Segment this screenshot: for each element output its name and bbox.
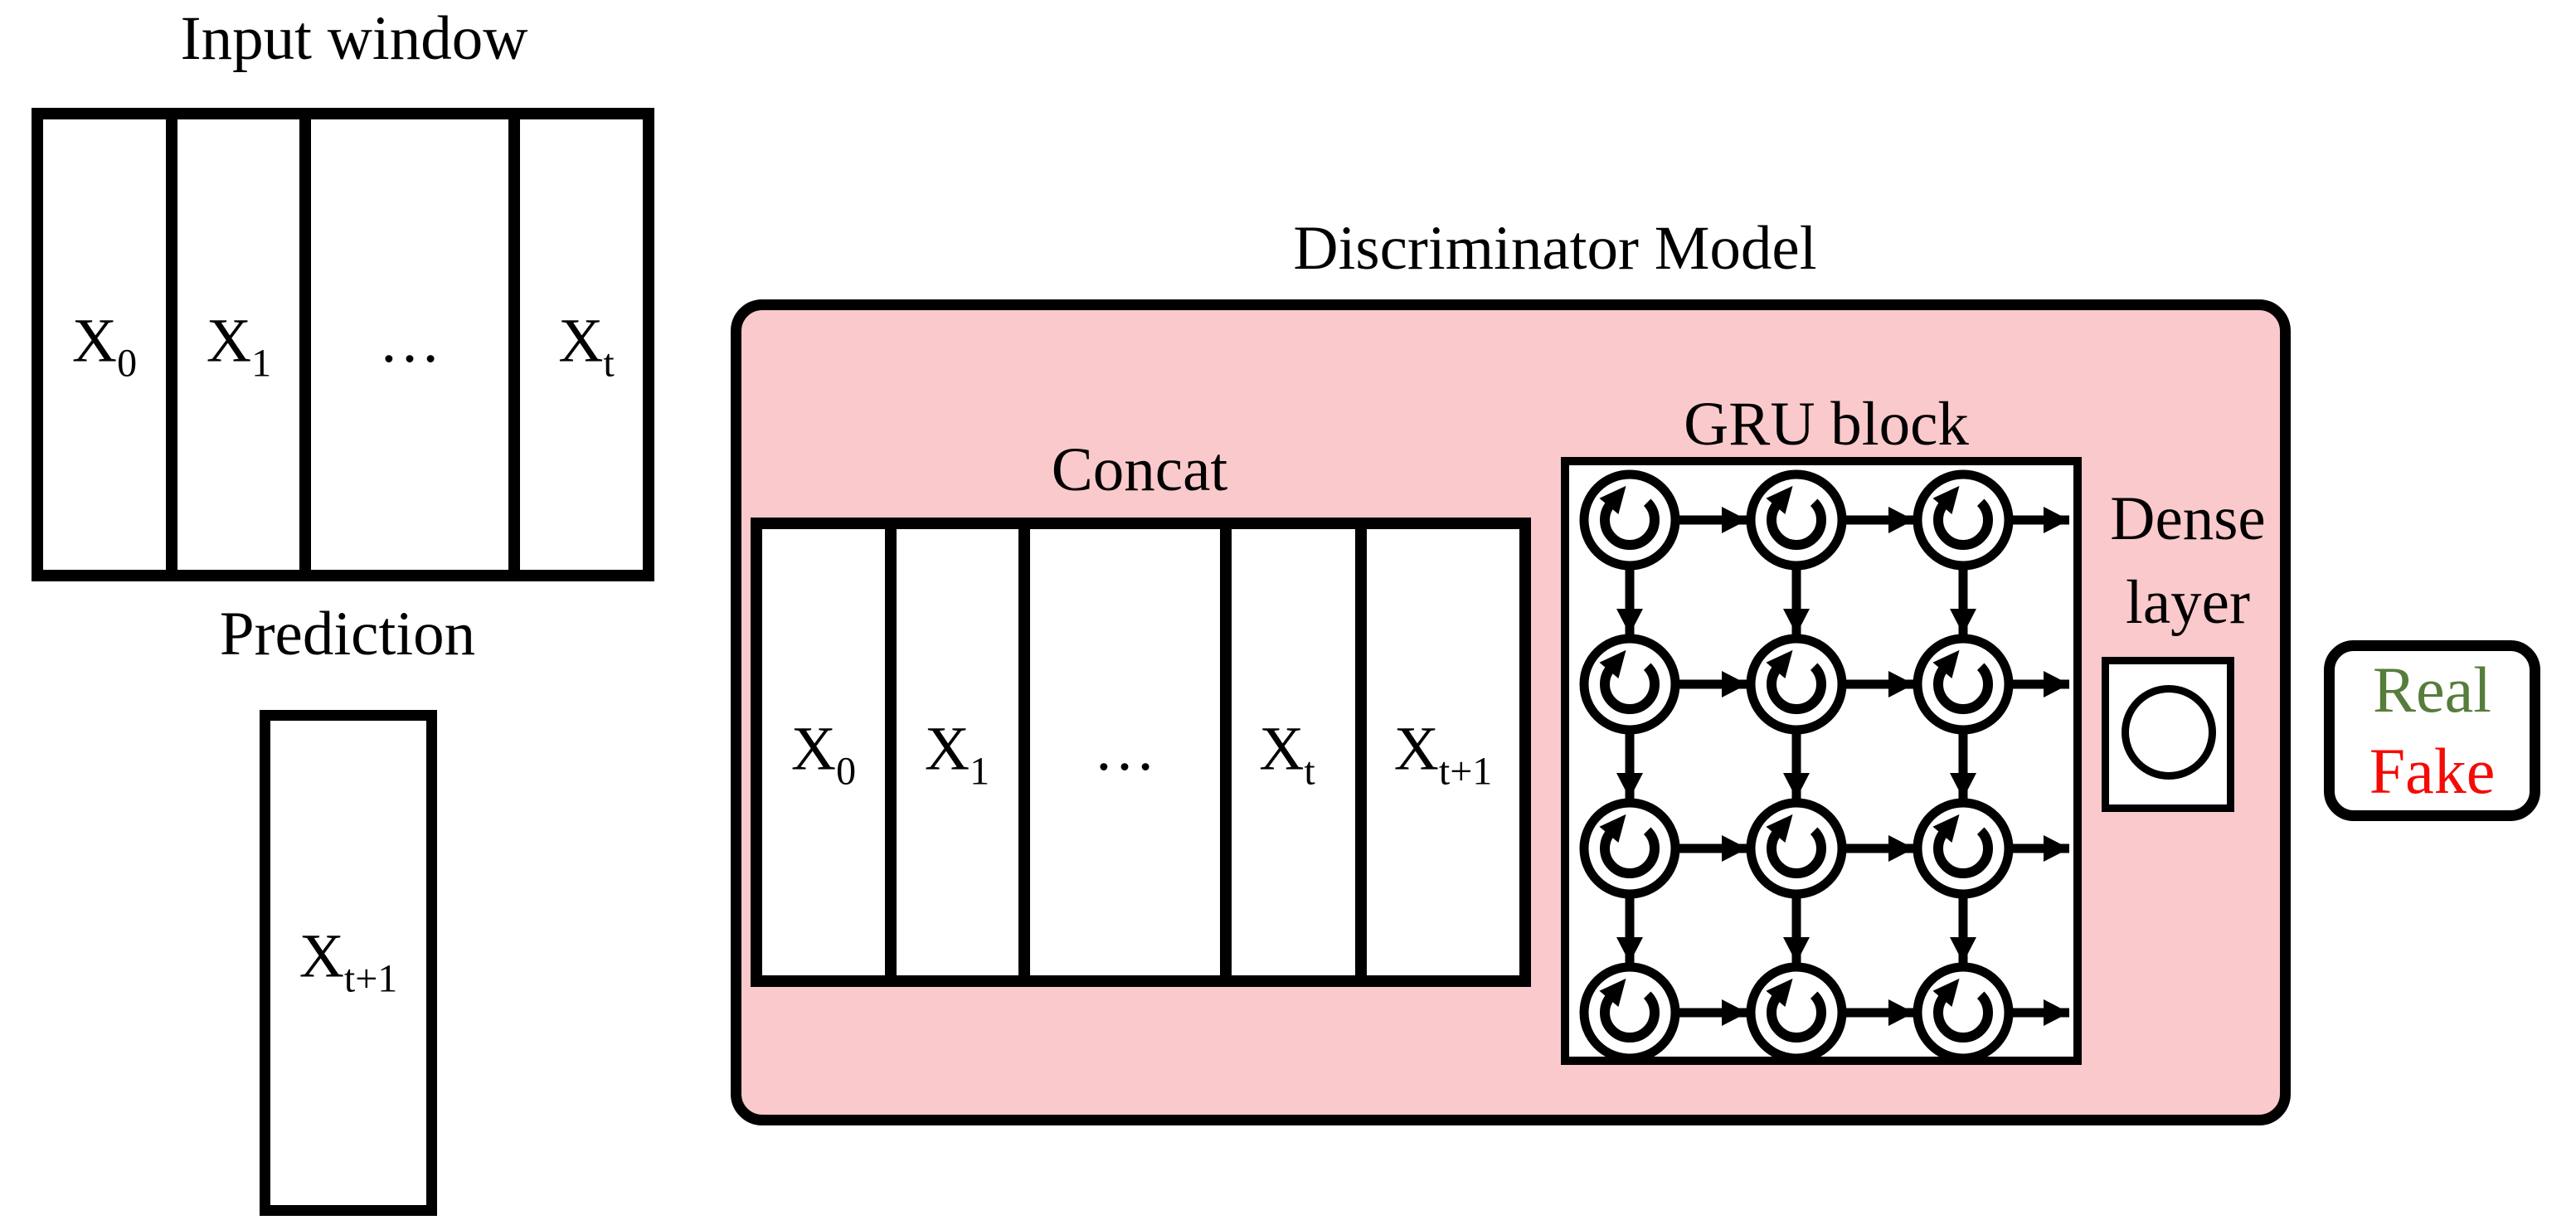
neuron-circle-icon [2122, 685, 2216, 780]
output-box: Real Fake [2324, 640, 2540, 821]
recurrent-loop-icon [1917, 474, 2009, 566]
input-cell-label-x1: X1 [206, 306, 272, 386]
concat-cell-label-xt: Xt [1259, 714, 1315, 794]
recurrent-loop-icon [1917, 967, 2009, 1058]
input-window-box [32, 108, 654, 581]
concat-cell-label-x0: X0 [790, 714, 857, 794]
recurrent-loop-icon [1917, 639, 2009, 730]
concat-cell-divider [885, 529, 897, 975]
concat-cell-divider [1018, 529, 1030, 975]
dense-layer-title: Dense layer [2110, 484, 2266, 637]
gru-vertical-arrows [1616, 567, 1976, 963]
recurrent-loop-icon [1584, 803, 1675, 894]
recurrent-loop-icon [1584, 639, 1675, 730]
input-cell-label-ellipsis: … [378, 306, 441, 376]
recurrent-loop-icon [1584, 474, 1675, 566]
input-cell-divider [166, 119, 177, 570]
concat-cell-label-xt1: Xt+1 [1393, 714, 1493, 794]
recurrent-loop-icon [1751, 639, 1842, 730]
gru-horizontal-arrows [1677, 507, 2069, 1026]
input-cell-label-x0: X0 [71, 306, 138, 386]
recurrent-loop-icon [1751, 803, 1842, 894]
recurrent-loop-icon [1751, 967, 1842, 1058]
recurrent-loop-icon [1584, 967, 1675, 1058]
gru-block-title: GRU block [1684, 389, 1969, 459]
input-cell-divider [299, 119, 311, 570]
discriminator-title: Discriminator Model [1293, 213, 1817, 283]
concat-title: Concat [1051, 435, 1228, 504]
prediction-box [260, 710, 437, 1216]
concat-cell-label-x1: X1 [924, 714, 990, 794]
input-cell-label-xt: Xt [558, 306, 615, 386]
concat-box [751, 518, 1531, 987]
concat-cell-label-ellipsis: … [1093, 714, 1156, 784]
prediction-cell-label: Xt+1 [299, 921, 398, 1001]
concat-cell-divider [1220, 529, 1232, 975]
recurrent-loop-icon [1751, 474, 1842, 566]
gru-grid [1561, 457, 2069, 1065]
input-window-title: Input window [180, 3, 528, 73]
fake-label: Fake [2369, 735, 2496, 807]
concat-cell-divider [1355, 529, 1367, 975]
recurrent-loop-icon [1917, 803, 2009, 894]
input-cell-divider [508, 119, 520, 570]
real-label: Real [2373, 654, 2491, 726]
prediction-title: Prediction [219, 599, 476, 668]
